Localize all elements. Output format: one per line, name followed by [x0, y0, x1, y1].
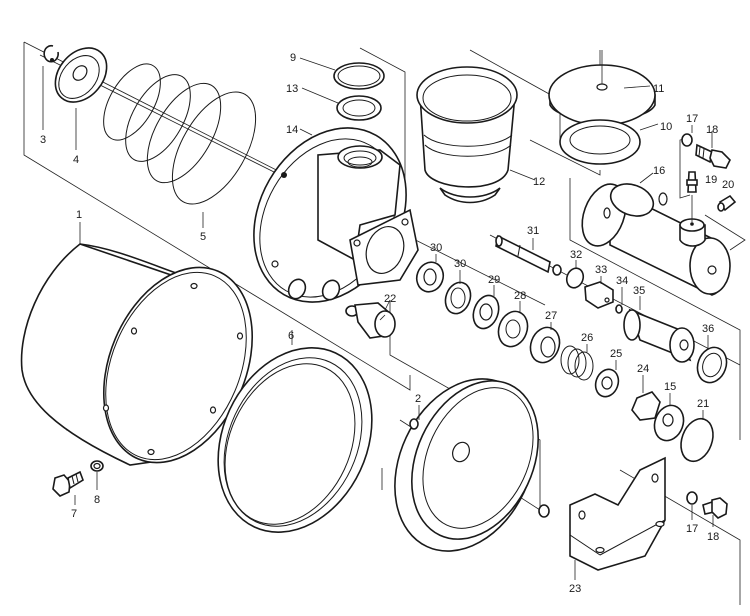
part-7-bolt — [52, 470, 84, 497]
callout-27: 27 — [545, 310, 557, 322]
callout-18-top: 18 — [706, 124, 718, 136]
part-20-pressure-switch — [717, 194, 737, 212]
callout-9: 9 — [290, 52, 296, 64]
part-27-retainer — [529, 326, 561, 364]
part-15-washer — [653, 404, 685, 442]
part-30-seal-a — [415, 261, 445, 293]
callout-30-b: 30 — [454, 258, 466, 270]
callout-2: 2 — [415, 393, 421, 405]
part-18-bolt-top — [695, 143, 731, 169]
part-8-lock-washer — [90, 460, 104, 472]
callout-19: 19 — [705, 174, 717, 186]
part-30-seal-b — [444, 281, 472, 315]
callout-3: 3 — [40, 134, 46, 146]
part-19-bleeder-screw — [686, 171, 698, 222]
callout-29: 29 — [488, 274, 500, 286]
part-12-filter-element — [416, 66, 518, 204]
callout-7: 7 — [71, 508, 77, 520]
callout-17-top: 17 — [686, 113, 698, 125]
callout-24: 24 — [637, 363, 649, 375]
callout-8: 8 — [94, 494, 100, 506]
callout-22: 22 — [384, 293, 396, 305]
part-11-reservoir-cap — [548, 50, 656, 126]
part-29-washer — [472, 294, 500, 330]
part-16-master-cylinder — [581, 183, 731, 296]
part-17-washer-bottom — [686, 491, 698, 505]
part-9-o-ring — [333, 62, 385, 90]
callout-6: 6 — [288, 330, 294, 342]
callout-18-bottom: 18 — [707, 531, 719, 543]
part-1-booster-shell — [20, 243, 254, 466]
callout-34: 34 — [616, 275, 628, 287]
callout-13: 13 — [286, 83, 298, 95]
callout-5: 5 — [200, 231, 206, 243]
callout-26: 26 — [581, 332, 593, 344]
callout-36: 36 — [702, 323, 714, 335]
part-23-mounting-bracket — [569, 456, 666, 571]
callout-28: 28 — [514, 290, 526, 302]
part-2-rear-housing — [394, 378, 550, 552]
part-5-coil-spring — [103, 63, 257, 205]
part-17-washer-top — [681, 133, 693, 147]
part-4-spring-seat — [54, 47, 108, 103]
callout-10: 10 — [660, 121, 672, 133]
part-36-cup-seal — [696, 346, 728, 384]
callout-16: 16 — [653, 165, 665, 177]
part-10-cap-gasket — [559, 119, 641, 165]
callout-14: 14 — [286, 124, 298, 136]
callout-15: 15 — [664, 381, 676, 393]
part-34-o-ring-small — [615, 304, 623, 314]
part-26-spring — [560, 345, 594, 381]
part-22-check-valve — [345, 302, 396, 339]
callout-30-a: 30 — [430, 242, 442, 254]
part-25-washer — [594, 368, 620, 398]
part-13-seal-ring — [336, 95, 382, 121]
part-32-circlip — [565, 267, 585, 289]
part-14-front-housing — [253, 127, 419, 303]
part-35-piston — [623, 308, 695, 363]
part-18-bolt-bottom — [702, 497, 728, 519]
callout-31: 31 — [527, 225, 539, 237]
part-24-plate — [631, 391, 661, 421]
callout-33: 33 — [595, 264, 607, 276]
callout-20: 20 — [722, 179, 734, 191]
part-33-nut — [584, 281, 614, 309]
callout-4: 4 — [73, 154, 79, 166]
callout-11: 11 — [653, 83, 664, 95]
callout-25: 25 — [610, 348, 622, 360]
callout-labels: 1 2 3 4 5 6 7 8 9 13 14 11 10 12 16 17 1… — [40, 52, 734, 595]
callout-35: 35 — [633, 285, 645, 297]
part-21-o-ring — [680, 417, 714, 463]
part-28-seal — [497, 310, 529, 348]
leader-lines — [42, 57, 714, 580]
callout-21: 21 — [697, 398, 709, 410]
part-31-push-rod — [495, 234, 562, 276]
callout-17-bottom: 17 — [686, 523, 698, 535]
callout-1: 1 — [76, 209, 82, 221]
part-6-diaphragm — [217, 347, 373, 533]
part-3-snap-ring — [43, 44, 59, 63]
callout-12: 12 — [533, 176, 545, 188]
callout-23: 23 — [569, 583, 581, 595]
callout-32: 32 — [570, 249, 582, 261]
